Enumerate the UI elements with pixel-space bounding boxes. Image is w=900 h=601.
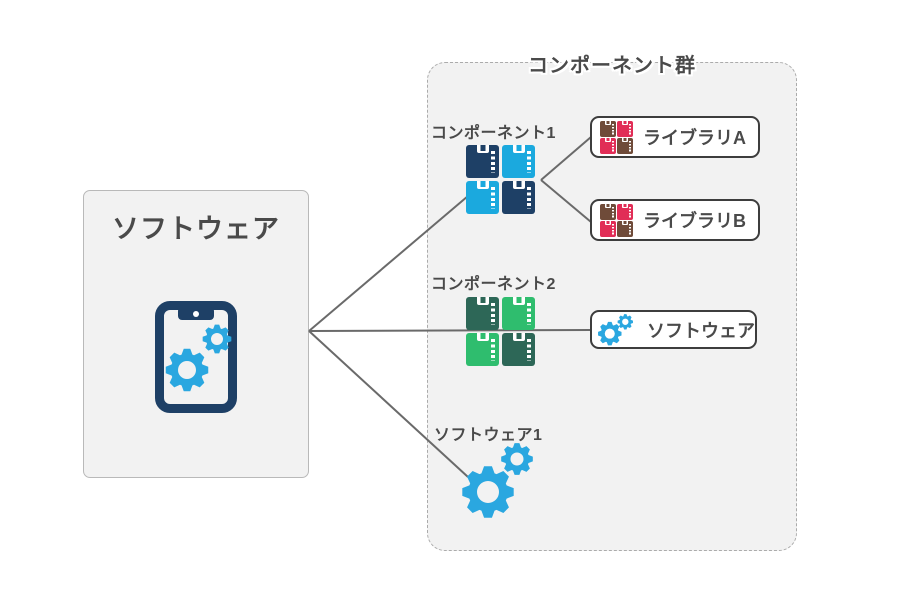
package-icon [502, 145, 535, 178]
package-dashes [527, 303, 531, 325]
tablet-camera-notch [178, 307, 214, 320]
package-dashes [612, 123, 614, 135]
libraryB-packages-icon [600, 203, 633, 237]
package-icon [617, 120, 633, 137]
package-dashes [491, 187, 495, 209]
libraryB-box: ライブラリB [590, 199, 760, 241]
package-icon [617, 203, 633, 220]
small-gear-icon [617, 313, 633, 329]
package-dashes [612, 206, 614, 218]
package-icon [600, 120, 616, 137]
package-icon [466, 145, 499, 178]
software1-gears-icon [462, 443, 533, 518]
package-icon [502, 333, 535, 366]
libraryA-label: ライブラリA [643, 128, 746, 148]
package-icon [466, 181, 499, 214]
libraryB-label: ライブラリB [643, 211, 746, 231]
software-panel: ソフトウェア [83, 190, 309, 478]
software-panel-title: ソフトウェア [112, 214, 280, 244]
component1-label: コンポーネント1 [431, 125, 556, 142]
package-icon [617, 220, 633, 237]
package-icon [466, 333, 499, 366]
tablet-icon [155, 301, 237, 413]
package-icon [617, 137, 633, 154]
package-icon [502, 181, 535, 214]
libraryA-packages-icon [600, 120, 633, 154]
package-dashes [629, 140, 631, 152]
package-icon [600, 203, 616, 220]
gears-icon [165, 324, 232, 392]
package-dashes [491, 303, 495, 325]
small-gear-icon [501, 443, 533, 475]
package-dashes [629, 223, 631, 235]
package-dashes [612, 140, 614, 152]
package-icon [466, 297, 499, 330]
package-dashes [491, 151, 495, 173]
package-dashes [491, 339, 495, 361]
large-gear-icon [462, 466, 514, 518]
package-dashes [629, 206, 631, 218]
package-dashes [629, 123, 631, 135]
component2-packages-icon [466, 297, 535, 366]
component-group-title: コンポーネント群 [528, 55, 696, 77]
software-node-label: ソフトウェア [647, 320, 755, 341]
package-dashes [527, 151, 531, 173]
component1-packages-icon [466, 145, 535, 214]
package-icon [600, 137, 616, 154]
large-gear-icon [165, 348, 209, 392]
large-gear-icon [598, 321, 622, 345]
package-dashes [612, 223, 614, 235]
package-dashes [527, 339, 531, 361]
software-gears-icon [598, 313, 633, 345]
package-icon [502, 297, 535, 330]
package-icon [600, 220, 616, 237]
component2-label: コンポーネント2 [431, 276, 556, 293]
small-gear-icon [202, 324, 232, 354]
package-dashes [527, 187, 531, 209]
libraryA-box: ライブラリA [590, 116, 760, 158]
software-node-box: ソフトウェア [590, 310, 757, 349]
